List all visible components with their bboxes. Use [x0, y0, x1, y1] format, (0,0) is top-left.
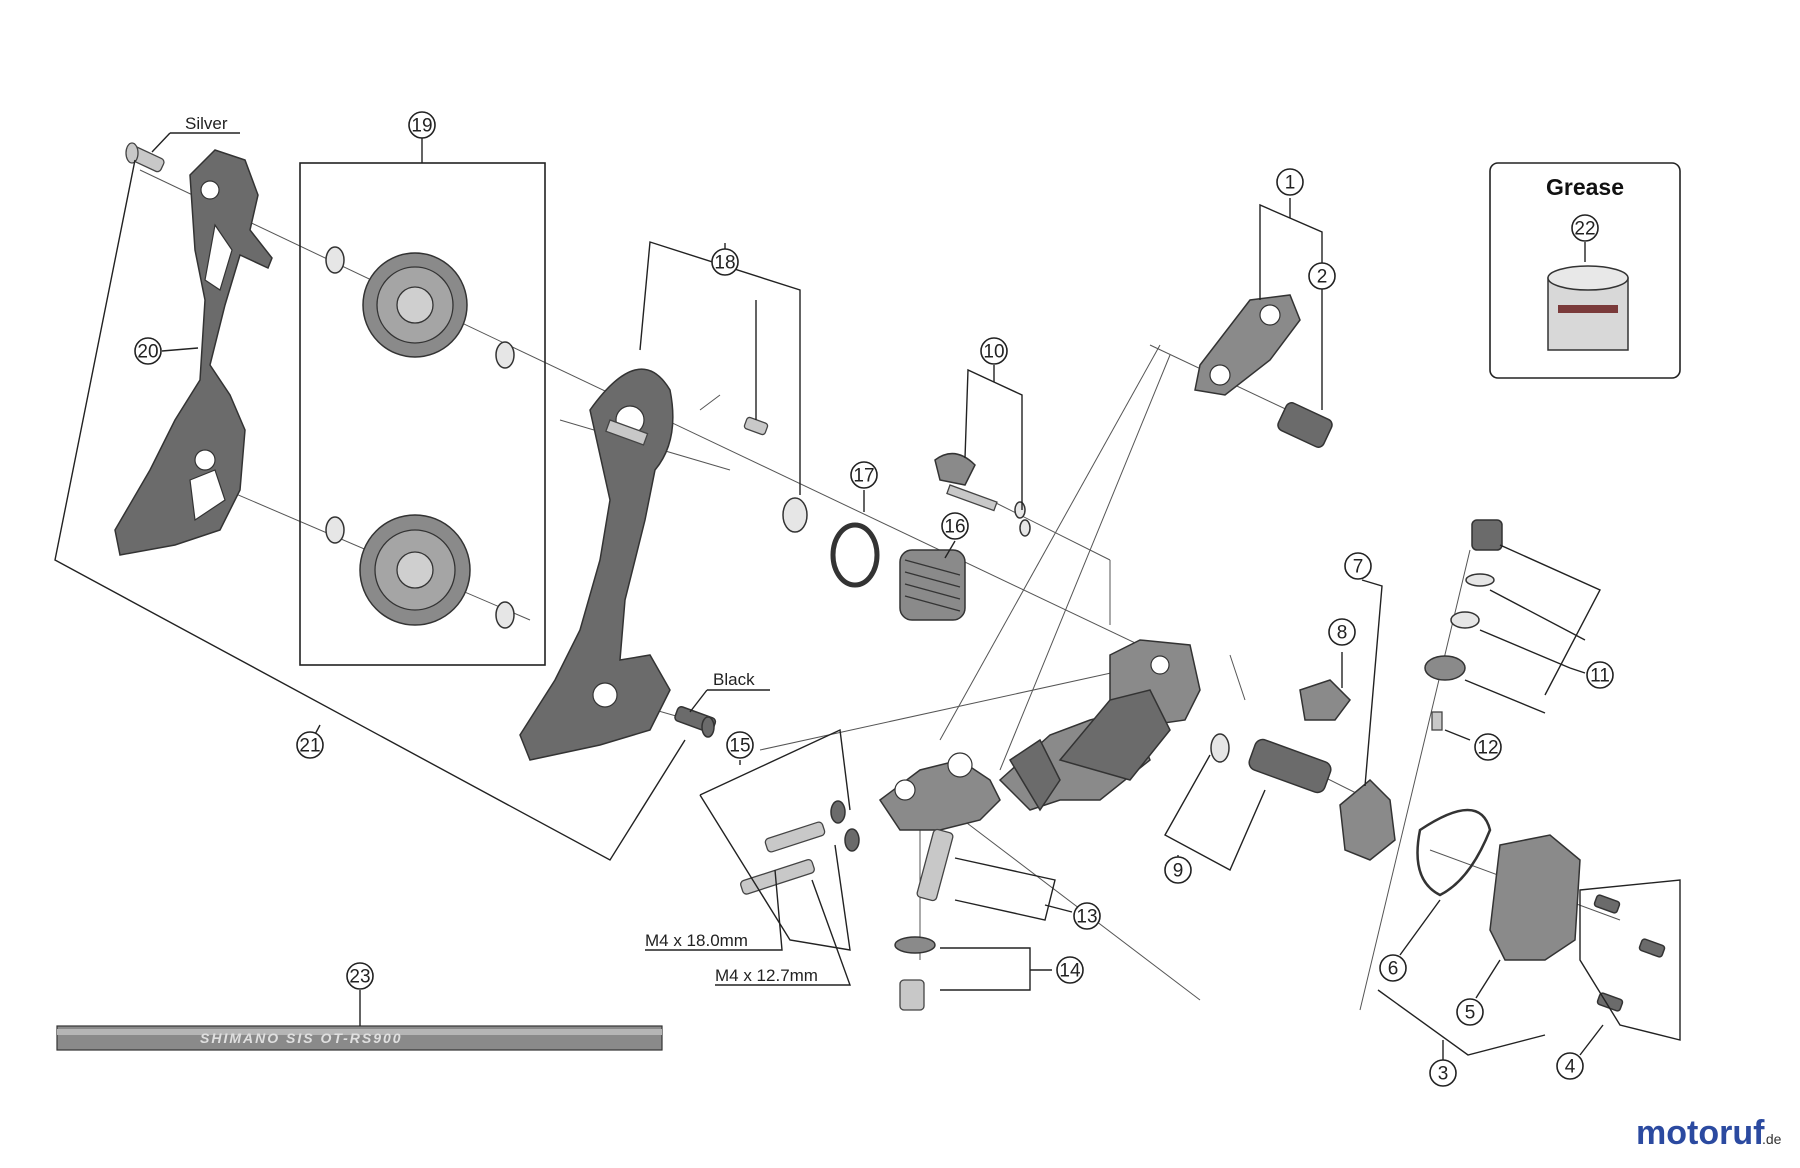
silver-bolt [125, 142, 165, 173]
callout-16: 16 [941, 512, 969, 540]
grease-tub [1547, 265, 1629, 351]
black-label: Black [713, 670, 755, 689]
svg-text:21: 21 [299, 736, 320, 757]
svg-text:22: 22 [1574, 219, 1595, 240]
svg-text:15: 15 [729, 736, 750, 757]
callout-1: 1 [1276, 168, 1304, 196]
callout-21: 21 [296, 731, 324, 759]
callout-6: 6 [1379, 954, 1407, 982]
svg-text:4: 4 [1565, 1057, 1576, 1078]
outer-cage-plate [519, 368, 674, 761]
cable-print: SHIMANO SIS OT-RS900 [200, 1030, 403, 1046]
svg-text:9: 9 [1173, 861, 1184, 882]
callout-20: 20 [134, 337, 162, 365]
clutch-parts [1424, 519, 1503, 731]
watermark-suffix: .de [1762, 1131, 1782, 1147]
callout-9: 9 [1164, 856, 1192, 884]
watermark: motoruf .de [1636, 1114, 1782, 1152]
svg-text:8: 8 [1337, 623, 1348, 644]
inner-cable: SHIMANO SIS OT-RS900 [56, 1025, 663, 1051]
svg-text:18: 18 [714, 253, 735, 274]
leader-lines [54, 132, 1681, 1060]
m4-127-label: M4 x 12.7mm [715, 966, 818, 985]
cover-screws [1593, 894, 1666, 1012]
upper-pulley [325, 246, 515, 369]
snap-ring [830, 522, 880, 588]
callout-11: 11 [1586, 661, 1614, 689]
cable-cover [1339, 778, 1396, 861]
b-link [1194, 294, 1301, 396]
cable-guide [1299, 679, 1351, 721]
m4-18-label: M4 x 18.0mm [645, 931, 748, 950]
link-bolts [740, 800, 860, 895]
pulley-set-box [299, 162, 546, 666]
grease-box: Grease [1489, 162, 1681, 379]
callout-4: 4 [1556, 1052, 1584, 1080]
callout-22: 22 [1571, 214, 1599, 242]
washer [782, 497, 808, 533]
svg-text:16: 16 [944, 517, 965, 538]
svg-text:6: 6 [1388, 959, 1399, 980]
callout-18: 18 [711, 248, 739, 276]
svg-text:2: 2 [1317, 267, 1328, 288]
lower-pulley [325, 514, 515, 629]
stabilizer-cover [1489, 834, 1581, 961]
p-axle [1210, 733, 1332, 794]
callout-14: 14 [1056, 956, 1084, 984]
bolt-and-washer [894, 936, 936, 1011]
silver-label: Silver [185, 114, 228, 133]
assembly-axis-lines [139, 169, 1621, 1011]
callout-12: 12 [1474, 733, 1502, 761]
svg-text:20: 20 [137, 342, 158, 363]
callout-3: 3 [1429, 1059, 1457, 1087]
watermark-text: motoruf [1636, 1114, 1765, 1152]
callout-8: 8 [1328, 618, 1356, 646]
callout-17: 17 [850, 461, 878, 489]
callout-7: 7 [1344, 552, 1372, 580]
small-screw [743, 416, 769, 436]
svg-text:1: 1 [1285, 173, 1296, 194]
svg-text:3: 3 [1438, 1064, 1449, 1085]
grease-label: Grease [1546, 174, 1624, 200]
part-callouts: 1 2 3 4 5 6 7 8 9 10 11 12 13 14 15 16 1… [134, 111, 1614, 1087]
o-ring [1416, 808, 1492, 897]
callout-23: 23 [346, 962, 374, 990]
callout-19: 19 [408, 111, 436, 139]
svg-text:5: 5 [1465, 1003, 1476, 1024]
pin [916, 828, 954, 902]
tension-spring [899, 549, 966, 621]
callout-5: 5 [1456, 998, 1484, 1026]
b-axle [1277, 402, 1333, 448]
callout-10: 10 [980, 337, 1008, 365]
derailleur-body [878, 639, 1201, 831]
svg-text:23: 23 [349, 967, 370, 988]
callout-15: 15 [726, 731, 754, 759]
svg-text:11: 11 [1590, 666, 1610, 687]
callout-13: 13 [1073, 902, 1101, 930]
callout-2: 2 [1308, 262, 1336, 290]
svg-text:13: 13 [1076, 907, 1097, 928]
svg-text:12: 12 [1477, 738, 1498, 759]
svg-text:17: 17 [853, 466, 874, 487]
black-bolt [674, 706, 717, 738]
svg-text:7: 7 [1353, 557, 1364, 578]
svg-text:14: 14 [1059, 961, 1081, 982]
svg-text:10: 10 [983, 342, 1004, 363]
inner-cage-plate [114, 149, 273, 556]
svg-text:19: 19 [411, 116, 432, 137]
